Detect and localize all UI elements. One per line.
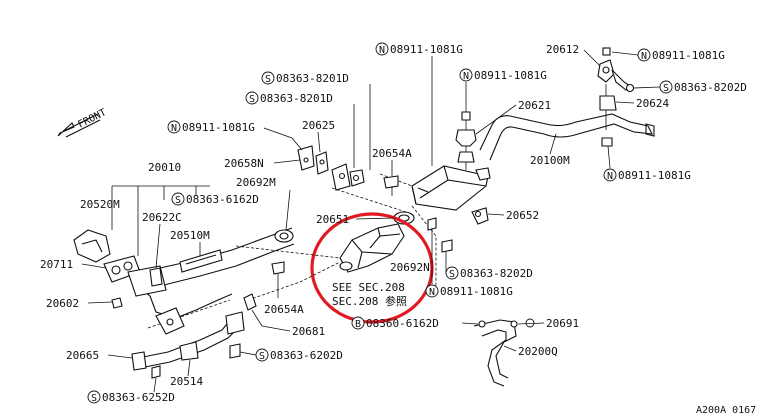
drawing-code: A200A 0167 [696, 405, 756, 416]
svg-text:N: N [463, 71, 469, 82]
muffler-hanger-20621[interactable] [455, 111, 477, 170]
label-08363-8201d-a: 08363-8201D [276, 72, 349, 85]
sub-pipe-20200q[interactable] [473, 319, 518, 387]
label-08911-1081g-f: 08911-1081G [440, 285, 513, 298]
bracket-20681[interactable] [243, 293, 263, 327]
svg-text:N: N [607, 171, 613, 182]
svg-text:S: S [265, 74, 271, 85]
svg-text:S: S [249, 94, 255, 105]
label-20692n: 20692N [390, 261, 430, 274]
svg-text:N: N [171, 123, 177, 134]
label-20711: 20711 [40, 258, 73, 271]
pipe-flange-20692m[interactable] [274, 229, 294, 243]
see-section-note: SEE SEC.208 [332, 281, 405, 294]
label-08363-6162d: 08363-6162D [186, 193, 259, 206]
label-20622c: 20622C [142, 211, 182, 224]
label-08911-1081g-b: 08911-1081G [652, 49, 725, 62]
lower-tube-20514[interactable] [131, 311, 245, 371]
svg-text:S: S [91, 393, 97, 404]
label-20100m: 20100M [530, 154, 570, 167]
label-20010: 20010 [148, 161, 181, 174]
label-20624: 20624 [636, 97, 669, 110]
label-08363-8202d-b: 08363-8202D [460, 267, 533, 280]
nut-20602[interactable] [111, 297, 123, 309]
label-20602: 20602 [46, 297, 79, 310]
svg-text:B: B [355, 319, 361, 330]
label-20625: 20625 [302, 119, 335, 132]
bracket-20625[interactable] [297, 145, 329, 175]
label-20691: 20691 [546, 317, 579, 330]
label-08911-1081g-c: 08911-1081G [474, 69, 547, 82]
front-bracket-lower[interactable] [155, 307, 185, 335]
label-20654a-lower: 20654A [264, 303, 304, 316]
svg-text:N: N [429, 287, 435, 298]
svg-text:S: S [259, 351, 265, 362]
label-08911-1081g-a: 08911-1081G [390, 43, 463, 56]
bracket-assembly-right[interactable] [331, 163, 365, 191]
catalytic-converter[interactable] [339, 223, 405, 273]
label-20652: 20652 [506, 209, 539, 222]
heat-shield-20520m[interactable] [73, 229, 111, 263]
flange-stud-20622c[interactable] [149, 267, 163, 287]
label-20514: 20514 [170, 375, 203, 388]
bolt-08363-6202d[interactable] [229, 343, 241, 359]
label-08911-1081g-d: 08911-1081G [182, 121, 255, 134]
label-08363-6252d: 08363-6252D [102, 391, 175, 404]
see-section-note-jp: SEC.208 参照 [332, 294, 407, 308]
rubber-mount-20624[interactable] [599, 84, 617, 147]
label-20658n: 20658N [224, 157, 264, 170]
label-20692m: 20692M [236, 176, 276, 189]
label-20654a-upper: 20654A [372, 147, 412, 160]
svg-text:S: S [449, 269, 455, 280]
label-20612: 20612 [546, 43, 579, 56]
front-label: FRONT [76, 107, 108, 130]
label-20621: 20621 [518, 99, 551, 112]
label-20520m: 20520M [80, 198, 120, 211]
label-08360-6162d: 08360-6162D [366, 317, 439, 330]
main-muffler[interactable] [411, 165, 491, 211]
hanger-bracket-20612[interactable] [597, 47, 635, 93]
label-20651: 20651 [316, 213, 349, 226]
svg-text:S: S [663, 83, 669, 94]
label-08363-6202d: 08363-6202D [270, 349, 343, 362]
bolt-20654a-lower[interactable] [271, 261, 285, 298]
label-20200q: 20200Q [518, 345, 558, 358]
label-08363-8202d-a: 08363-8202D [674, 81, 747, 94]
hanger-bracket-20652[interactable] [471, 207, 489, 225]
svg-text:N: N [379, 45, 385, 56]
front-direction-indicator: FRONT [57, 107, 108, 138]
svg-text:S: S [175, 195, 181, 206]
label-20665: 20665 [66, 349, 99, 362]
label-20510m: 20510M [170, 229, 210, 242]
bolt-08363-6252d[interactable] [151, 365, 161, 379]
heat-insulator-20510m[interactable] [179, 249, 223, 273]
label-08363-8201d-b: 08363-8201D [260, 92, 333, 105]
label-20681: 20681 [292, 325, 325, 338]
label-08911-1081g-e: 08911-1081G [618, 169, 691, 182]
exhaust-manifold-gasket-20711[interactable] [103, 255, 141, 283]
svg-text:N: N [641, 51, 647, 62]
bolt-20654a-upper[interactable] [383, 175, 399, 196]
tail-pipe-20100m[interactable] [479, 113, 655, 161]
